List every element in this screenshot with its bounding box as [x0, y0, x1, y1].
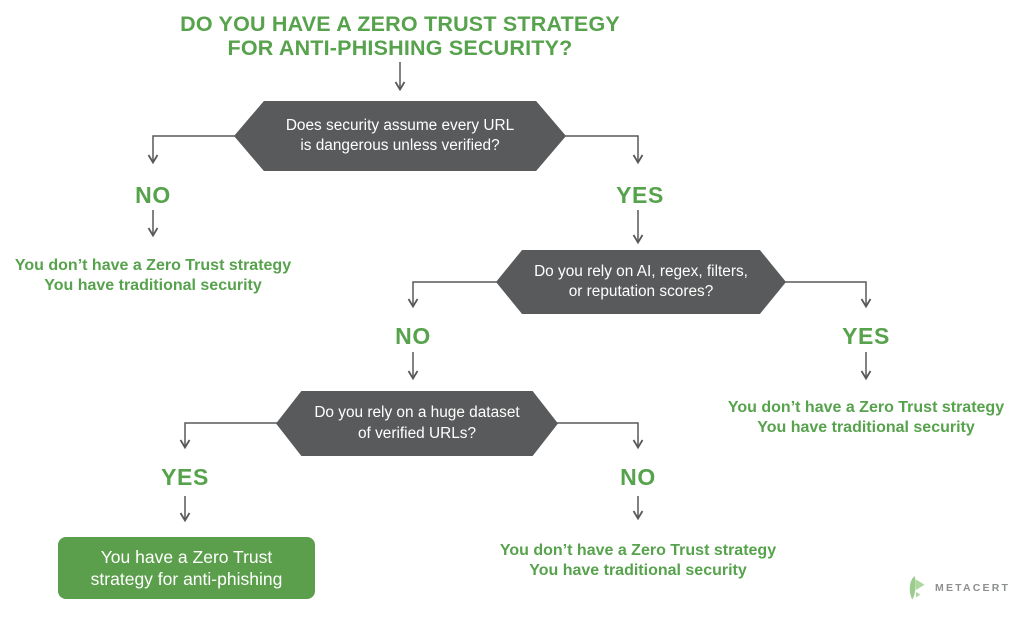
outcome-box-line2: strategy for anti-phishing [90, 569, 283, 589]
outcome-q1-no-line1: You don’t have a Zero Trust strategy [14, 257, 292, 274]
question-1-line2: is dangerous unless verified? [300, 137, 500, 154]
outcome-q3-no-line1: You don’t have a Zero Trust strategy [499, 542, 777, 559]
page-title-line1: DO YOU HAVE A ZERO TRUST STRATEGY [180, 12, 620, 36]
metacert-logo: METACERT [906, 576, 1010, 600]
outcome-text-q1-no: You don’t have a Zero Trust strategy You… [15, 256, 291, 295]
branch-label-q3-yes: YES [161, 464, 209, 490]
branch-label-q1-yes: YES [616, 182, 664, 208]
question-2-line2: or reputation scores? [568, 283, 714, 300]
metacert-wordmark: METACERT [935, 582, 1011, 594]
outcome-q2-yes-line1: You don’t have a Zero Trust strategy [727, 399, 1005, 416]
question-2-line1: Do you rely on AI, regex, filters, [534, 262, 748, 280]
arrow-q2-to-no [407, 281, 498, 309]
metacert-logo-icon [909, 576, 925, 600]
outcome-text-q3-no: You don’t have a Zero Trust strategy You… [500, 541, 776, 580]
arrow-q2-to-yes [784, 281, 872, 309]
question-1-line1: Does security assume every URL [285, 116, 515, 134]
outcome-box-line1: You have a Zero Trust [100, 547, 273, 567]
question-3-line1: Do you rely on a huge dataset [314, 404, 520, 421]
outcome-q2-yes-line2: You have traditional security [757, 418, 975, 436]
arrow-q3-to-yes [179, 422, 278, 450]
question-node-url-verification: Does security assume every URL is danger… [234, 101, 566, 171]
page-title-line2: FOR ANTI-PHISHING SECURITY? [227, 36, 573, 60]
arrow-q1-to-yes [564, 135, 644, 165]
question-node-ai-regex-filters: Do you rely on AI, regex, filters, or re… [496, 250, 786, 314]
question-node-verified-dataset: Do you rely on a huge dataset of verifie… [276, 391, 558, 456]
outcome-q1-no-line2: You have traditional security [44, 276, 262, 294]
page-title: DO YOU HAVE A ZERO TRUST STRATEGY FOR AN… [90, 12, 710, 60]
branch-label-q2-no: NO [395, 323, 431, 349]
outcome-box-zero-trust: You have a Zero Trust strategy for anti-… [58, 537, 315, 599]
arrow-q1-to-no [147, 135, 236, 165]
arrow-q3-to-no [556, 422, 644, 450]
outcome-text-q2-yes: You don’t have a Zero Trust strategy You… [728, 398, 1004, 437]
branch-label-q3-no: NO [620, 464, 656, 490]
branch-label-q2-yes: YES [842, 323, 890, 349]
branch-label-q1-no: NO [135, 182, 171, 208]
outcome-q3-no-line2: You have traditional security [529, 561, 747, 579]
question-3-line2: of verified URLs? [357, 424, 477, 442]
